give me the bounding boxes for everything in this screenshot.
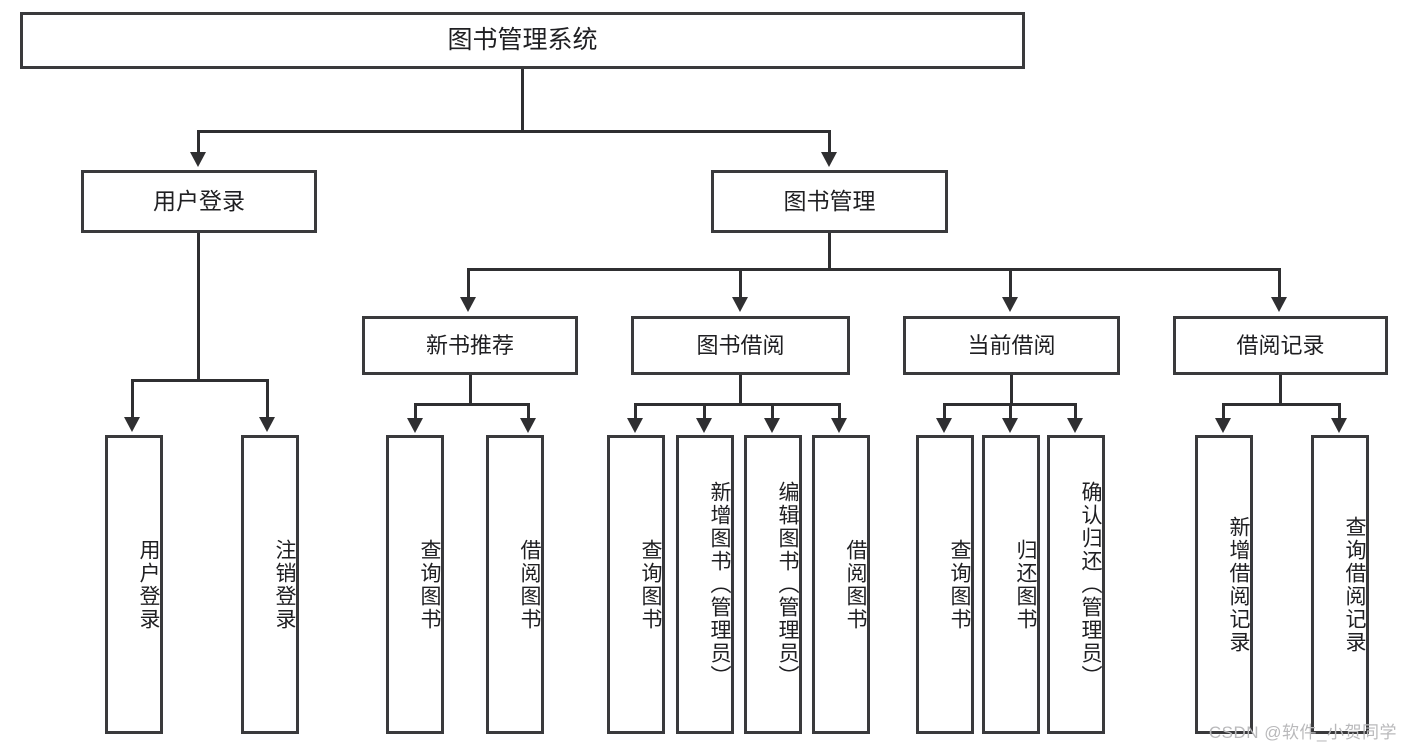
connector-cb-leaf-1 xyxy=(943,403,946,421)
connector-to-current-borrow xyxy=(1009,268,1012,301)
connector-borrow-record-stem xyxy=(1279,375,1282,405)
node-label: 用户登录 xyxy=(153,187,245,214)
connector-nbr-leaf-1 xyxy=(414,403,417,421)
node-label: 查询图书 xyxy=(639,538,662,631)
node-leaf-query-record[interactable]: 查询借阅记录 xyxy=(1311,435,1369,734)
connector-level3-bus xyxy=(467,268,1281,271)
connector-bb-leaf-3 xyxy=(771,403,774,421)
arrowhead-leaf-user-login xyxy=(124,417,140,432)
arrowhead-leaf-borrow-book-1 xyxy=(520,418,536,433)
arrowhead-leaf-add-book xyxy=(696,418,712,433)
node-leaf-user-login[interactable]: 用户登录 xyxy=(105,435,163,734)
arrowhead-leaf-query-book-3 xyxy=(936,418,952,433)
connector-user-login-leaf-2 xyxy=(266,379,269,420)
node-leaf-confirm-return[interactable]: 确认归还（管理员） xyxy=(1047,435,1105,734)
arrowhead-book-borrow xyxy=(732,297,748,312)
connector-nbr-leaf-2 xyxy=(527,403,530,421)
connector-br-leaf-1 xyxy=(1222,403,1225,421)
connector-bb-leaf-2 xyxy=(703,403,706,421)
node-label: 查询借阅记录 xyxy=(1343,515,1366,654)
connector-new-book-recommend-bus xyxy=(414,403,530,406)
node-book-manage[interactable]: 图书管理 xyxy=(711,170,948,233)
node-label: 编辑图书（管理员） xyxy=(776,481,799,688)
connector-book-manage-stem xyxy=(828,233,831,270)
connector-br-leaf-2 xyxy=(1338,403,1341,421)
connector-level2-bus xyxy=(197,130,831,133)
arrowhead-leaf-borrow-book-2 xyxy=(831,418,847,433)
connector-user-login-leaf-1 xyxy=(131,379,134,420)
arrowhead-current-borrow xyxy=(1002,297,1018,312)
node-root-book-management-system[interactable]: 图书管理系统 xyxy=(20,12,1025,69)
arrowhead-leaf-edit-book xyxy=(764,418,780,433)
connector-current-borrow-stem xyxy=(1010,375,1013,405)
node-label: 用户登录 xyxy=(137,538,160,631)
connector-new-book-recommend-stem xyxy=(469,375,472,405)
connector-to-borrow-record xyxy=(1278,268,1281,301)
node-label: 借阅图书 xyxy=(844,538,867,631)
connector-cb-leaf-3 xyxy=(1074,403,1077,421)
arrowhead-leaf-query-book-2 xyxy=(627,418,643,433)
arrowhead-new-book-recommend xyxy=(460,297,476,312)
node-label: 确认归还（管理员） xyxy=(1079,481,1102,688)
node-label: 借阅记录 xyxy=(1236,332,1325,358)
node-leaf-add-book[interactable]: 新增图书（管理员） xyxy=(676,435,734,734)
arrowhead-leaf-add-record xyxy=(1215,418,1231,433)
arrowhead-leaf-return-book xyxy=(1002,418,1018,433)
connector-to-new-book-recommend xyxy=(467,268,470,301)
node-label: 归还图书 xyxy=(1014,538,1037,631)
node-leaf-query-book-1[interactable]: 查询图书 xyxy=(386,435,444,734)
node-label: 新增借阅记录 xyxy=(1227,515,1250,654)
arrowhead-borrow-record xyxy=(1271,297,1287,312)
node-book-borrow[interactable]: 图书借阅 xyxy=(631,316,850,375)
connector-to-user-login xyxy=(197,130,200,156)
node-label: 当前借阅 xyxy=(967,332,1056,358)
node-leaf-add-record[interactable]: 新增借阅记录 xyxy=(1195,435,1253,734)
connector-to-book-manage xyxy=(828,130,831,156)
node-leaf-borrow-book-2[interactable]: 借阅图书 xyxy=(812,435,870,734)
connector-borrow-record-bus xyxy=(1222,403,1341,406)
node-label: 注销登录 xyxy=(273,538,296,631)
connector-book-borrow-stem xyxy=(739,375,742,405)
node-leaf-query-book-2[interactable]: 查询图书 xyxy=(607,435,665,734)
node-new-book-recommend[interactable]: 新书推荐 xyxy=(362,316,578,375)
node-current-borrow[interactable]: 当前借阅 xyxy=(903,316,1120,375)
connector-root-stem xyxy=(521,69,524,132)
connector-bb-leaf-4 xyxy=(838,403,841,421)
arrowhead-leaf-confirm-return xyxy=(1067,418,1083,433)
connector-cb-leaf-2 xyxy=(1009,403,1012,421)
node-label: 图书管理 xyxy=(783,187,876,214)
arrowhead-user-login xyxy=(190,152,206,167)
arrowhead-leaf-query-record xyxy=(1331,418,1347,433)
connector-user-login-bus xyxy=(131,379,269,382)
node-label: 图书管理系统 xyxy=(447,25,598,54)
connector-to-book-borrow xyxy=(739,268,742,301)
node-leaf-edit-book[interactable]: 编辑图书（管理员） xyxy=(744,435,802,734)
node-label: 新增图书（管理员） xyxy=(708,481,731,688)
connector-bb-leaf-1 xyxy=(634,403,637,421)
node-label: 新书推荐 xyxy=(425,332,514,358)
node-leaf-borrow-book-1[interactable]: 借阅图书 xyxy=(486,435,544,734)
node-label: 查询图书 xyxy=(948,538,971,631)
node-label: 查询图书 xyxy=(418,538,441,631)
arrowhead-leaf-logout-login xyxy=(259,417,275,432)
node-leaf-logout-login[interactable]: 注销登录 xyxy=(241,435,299,734)
arrowhead-leaf-query-book-1 xyxy=(407,418,423,433)
node-leaf-return-book[interactable]: 归还图书 xyxy=(982,435,1040,734)
connector-book-borrow-bus xyxy=(634,403,840,406)
connector-user-login-stem xyxy=(197,233,200,381)
node-leaf-query-book-3[interactable]: 查询图书 xyxy=(916,435,974,734)
node-user-login[interactable]: 用户登录 xyxy=(81,170,317,233)
node-label: 借阅图书 xyxy=(518,538,541,631)
arrowhead-book-manage xyxy=(821,152,837,167)
node-borrow-record[interactable]: 借阅记录 xyxy=(1173,316,1388,375)
node-label: 图书借阅 xyxy=(696,332,785,358)
